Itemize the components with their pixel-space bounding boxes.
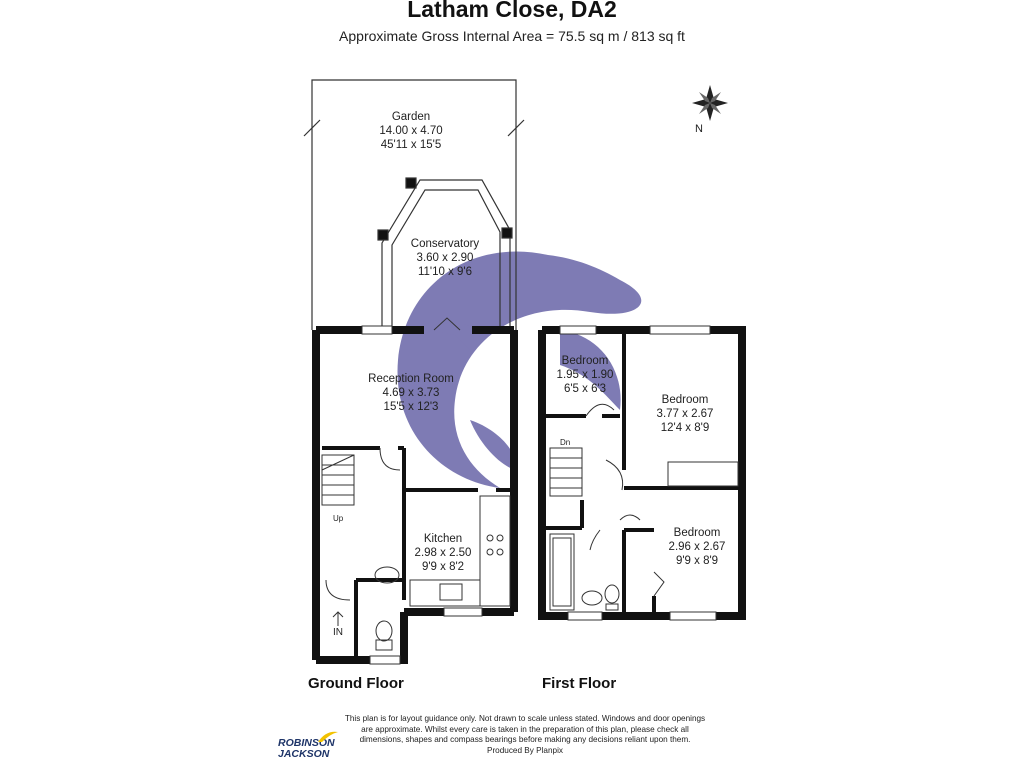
first-floor-walls (538, 326, 746, 620)
room-name: Bedroom (561, 355, 609, 367)
room-label-bedroom-1: Bedroom 1.95 x 1.90 6'5 x 6'3 (546, 354, 624, 396)
room-label-reception: Reception Room 4.69 x 3.73 15'5 x 12'3 (346, 372, 476, 414)
room-label-bedroom-3: Bedroom 2.96 x 2.67 9'9 x 8'9 (652, 526, 742, 568)
logo-swoosh-icon (318, 731, 338, 742)
room-metric: 3.77 x 2.67 (656, 408, 714, 420)
plan-area-subtitle: Approximate Gross Internal Area = 75.5 s… (339, 28, 685, 44)
room-metric: 2.98 x 2.50 (414, 547, 472, 559)
room-name: Bedroom (673, 527, 721, 539)
disclaimer-line: This plan is for layout guidance only. N… (344, 714, 706, 723)
garden-outline (303, 79, 525, 330)
room-metric: 2.96 x 2.67 (668, 541, 726, 553)
room-name: Reception Room (368, 373, 454, 385)
watermark-logo (397, 251, 642, 488)
logo-line: JACKSON (278, 748, 330, 760)
conservatory-outline (377, 177, 513, 330)
logo-line: ROBINSON (278, 737, 335, 749)
room-label-conservatory: Conservatory 3.60 x 2.90 11'10 x 9'6 (380, 237, 510, 279)
ground-floor-windows (361, 325, 483, 665)
first-floor-fixtures (549, 403, 739, 611)
entrance-label: IN (333, 627, 343, 638)
compass-north-label: N (695, 123, 703, 135)
room-name: Conservatory (410, 238, 480, 250)
ground-floor-fixtures (321, 317, 511, 651)
ground-floor-inner-walls (322, 446, 510, 656)
robinson-jackson-logo: ROBINSON JACKSON (278, 738, 340, 760)
room-label-garden: Garden 14.00 x 4.70 45'11 x 15'5 (346, 110, 476, 152)
produced-by: Produced By Planpix (486, 745, 563, 755)
plan-title: Latham Close, DA2 (407, 0, 617, 22)
room-metric: 4.69 x 3.73 (382, 387, 440, 399)
room-metric: 1.95 x 1.90 (556, 369, 614, 381)
room-name: Kitchen (423, 533, 463, 545)
room-name: Bedroom (661, 394, 709, 406)
disclaimer-line: dimensions, shapes and compass bearings … (359, 735, 691, 744)
room-imperial: 11'10 x 9'6 (417, 266, 473, 278)
compass-rose (692, 85, 728, 121)
room-imperial: 9'9 x 8'2 (421, 561, 465, 573)
room-imperial: 9'9 x 8'9 (675, 555, 719, 567)
stairs-up-label: Up (333, 514, 344, 523)
ground-floor-label: Ground Floor (308, 675, 404, 692)
room-imperial: 6'5 x 6'3 (563, 383, 607, 395)
disclaimer-line: are approximate. Whilst every care is ta… (361, 724, 689, 734)
first-floor-inner-walls (546, 334, 738, 612)
room-label-kitchen: Kitchen 2.98 x 2.50 9'9 x 8'2 (398, 532, 488, 574)
room-label-bedroom-2: Bedroom 3.77 x 2.67 12'4 x 8'9 (640, 393, 730, 435)
room-imperial: 15'5 x 12'3 (383, 401, 439, 413)
disclaimer-text: This plan is for layout guidance only. N… (330, 714, 720, 756)
first-floor-windows (559, 325, 717, 621)
room-name: Garden (391, 111, 431, 123)
room-metric: 14.00 x 4.70 (379, 125, 443, 137)
stairs-down-label: Dn (560, 438, 571, 447)
room-metric: 3.60 x 2.90 (416, 252, 474, 264)
room-imperial: 12'4 x 8'9 (660, 422, 710, 434)
ground-floor-walls (312, 326, 518, 664)
entrance-arrow-icon (332, 611, 344, 626)
first-floor-label: First Floor (542, 675, 617, 692)
room-imperial: 45'11 x 15'5 (380, 139, 442, 151)
